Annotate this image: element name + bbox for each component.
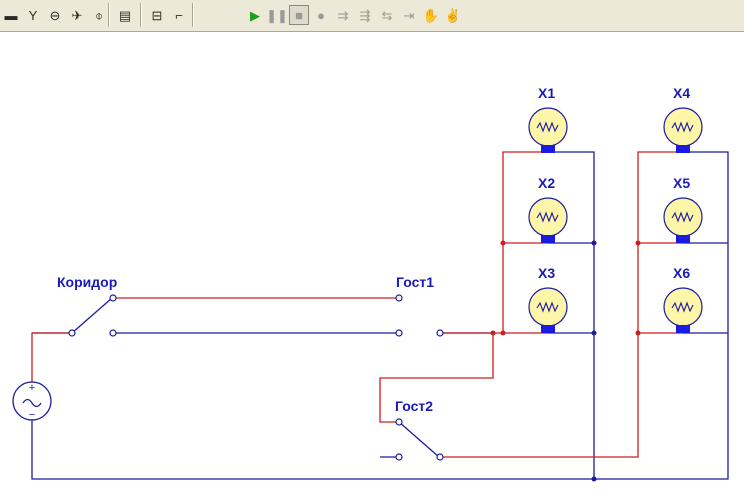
- breakpoint-icon[interactable]: ✋: [422, 7, 440, 23]
- schematic-drawing: + −: [12, 107, 729, 482]
- toolbar-separator: [140, 3, 142, 27]
- step-icon[interactable]: ⌐: [175, 7, 183, 23]
- junction-dot: [500, 240, 506, 246]
- schematic-canvas[interactable]: + −: [0, 32, 744, 497]
- pause-icon[interactable]: ❚❚: [266, 7, 288, 23]
- lamp-x3-label: X3: [538, 265, 556, 281]
- step-over-icon[interactable]: ⇶: [359, 7, 371, 23]
- live-wires: [31, 151, 683, 458]
- lamp-x5-label: X5: [673, 175, 691, 191]
- switch-guest1-label: Гост1: [396, 274, 435, 290]
- switch-guest1[interactable]: [395, 294, 444, 337]
- component-icon[interactable]: ▤: [118, 7, 132, 23]
- run-to-cursor-icon[interactable]: ⇥: [403, 7, 415, 23]
- wire-return: [31, 151, 729, 480]
- svg-text:+: +: [29, 382, 35, 394]
- instrument-toolbar: ▬ Y ⊖ ✈ ⌽: [0, 2, 110, 28]
- view-toolbar: ⊟ ⌐: [146, 2, 190, 28]
- lamp-x1-label: X1: [538, 85, 556, 101]
- lamp-x6[interactable]: [663, 287, 703, 333]
- component-toolbar: ▤: [114, 2, 136, 28]
- voltmeter-icon[interactable]: ▬: [4, 7, 18, 23]
- antenna-icon[interactable]: Y: [28, 7, 38, 23]
- lamp-x6-label: X6: [673, 265, 691, 281]
- lamp-x1[interactable]: [528, 107, 568, 153]
- switch-corridor[interactable]: [68, 294, 117, 337]
- stop-icon[interactable]: ■: [289, 5, 309, 25]
- probe-icon[interactable]: ✈: [71, 7, 83, 23]
- simulation-toolbar: ▶ ❚❚ ■ ● ⇉ ⇶ ⇆ ⇥ ✋ ✌: [244, 2, 464, 28]
- ammeter-icon[interactable]: ⌽: [95, 7, 103, 23]
- junction-dot: [500, 330, 506, 336]
- junction-dot: [490, 330, 496, 336]
- record-icon[interactable]: ●: [317, 7, 325, 23]
- lamp-x4-label: X4: [673, 85, 691, 101]
- lamp-x5[interactable]: [663, 197, 703, 243]
- lamp-x2[interactable]: [528, 197, 568, 243]
- junction-dot: [591, 330, 597, 336]
- subcircuit-icon[interactable]: ⊟: [151, 7, 163, 23]
- junction-dot: [635, 240, 641, 246]
- wire-source-live: [31, 332, 72, 385]
- switch-guest2-label: Гост2: [395, 398, 434, 414]
- step-out-icon[interactable]: ⇆: [381, 7, 393, 23]
- ac-source[interactable]: + −: [12, 381, 52, 421]
- switch-corridor-label: Коридор: [57, 274, 118, 290]
- junction-dot: [591, 240, 597, 246]
- junction-dot: [635, 330, 641, 336]
- toolbar: ▬ Y ⊖ ✈ ⌽ ▤ ⊟ ⌐ ▶ ❚❚ ■ ● ⇉ ⇶ ⇆ ⇥ ✋ ✌: [0, 0, 744, 32]
- wire-lamps-right-bus: [548, 151, 595, 479]
- switch-guest2[interactable]: [395, 418, 444, 461]
- wire-guest2-upper: [379, 333, 494, 423]
- junctions: [490, 240, 641, 482]
- neutral-wires: [31, 151, 729, 480]
- meter-icon[interactable]: ⊖: [49, 7, 61, 23]
- lamp-x2-label: X2: [538, 175, 556, 191]
- svg-text:−: −: [29, 409, 35, 421]
- pause-at-icon[interactable]: ✌: [444, 7, 462, 23]
- lamp-x3[interactable]: [528, 287, 568, 333]
- lamp-x4[interactable]: [663, 107, 703, 153]
- toolbar-separator: [108, 3, 110, 27]
- step-into-icon[interactable]: ⇉: [337, 7, 349, 23]
- toolbar-separator: [192, 3, 194, 27]
- junction-dot: [591, 476, 597, 482]
- wire-guest2-feed: [440, 151, 683, 458]
- run-icon[interactable]: ▶: [250, 7, 260, 23]
